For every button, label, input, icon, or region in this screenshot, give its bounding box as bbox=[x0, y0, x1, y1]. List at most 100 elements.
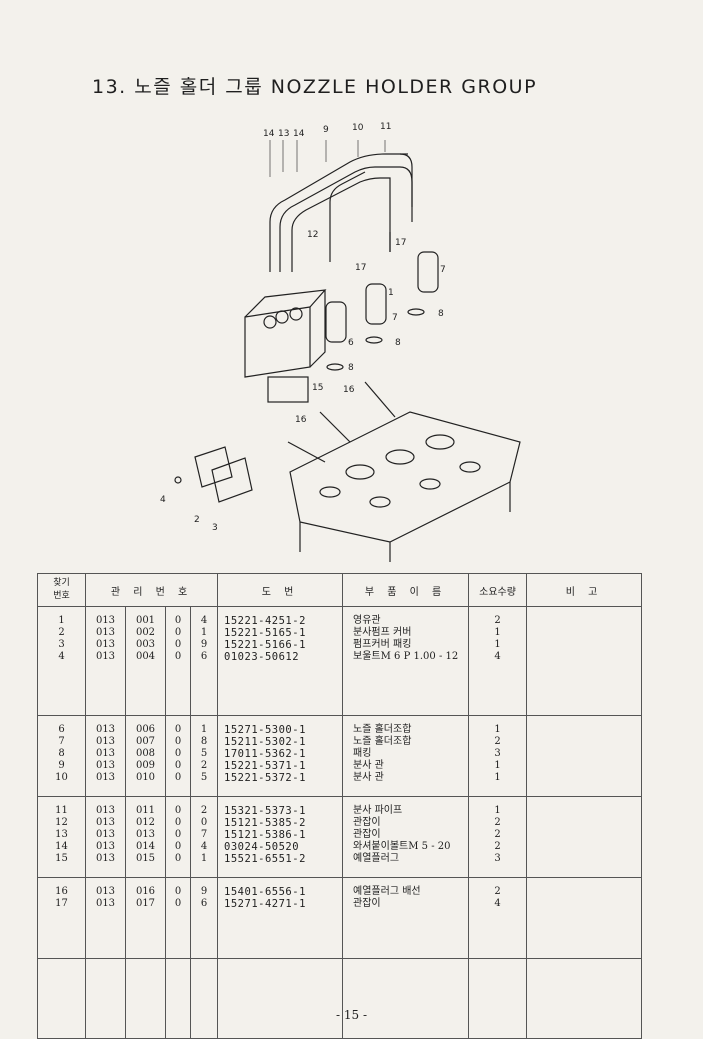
table-cell-value: 분사 관 bbox=[353, 760, 384, 771]
table-cell-pn bbox=[217, 958, 344, 1039]
table-cell-value: 2 bbox=[200, 760, 208, 771]
table-cell-value: 013 bbox=[95, 615, 116, 626]
callout-label: 13 bbox=[278, 129, 289, 139]
table-cell-value: 16 bbox=[55, 886, 68, 897]
table-cell-value: 15271-5300-1 bbox=[224, 724, 306, 736]
table-cell-value: 2 bbox=[494, 736, 501, 747]
table-cell-value: 3 bbox=[494, 853, 501, 864]
table-cell-value: 1 bbox=[494, 772, 501, 783]
table-cell-value: 0 bbox=[174, 748, 182, 759]
table-cell-value: 013 bbox=[95, 760, 116, 771]
table-cell-value: 17 bbox=[55, 898, 68, 909]
table-cell-value: 0 bbox=[174, 841, 182, 852]
table-cell-value: 013 bbox=[95, 805, 116, 816]
callout-label: 14 bbox=[263, 129, 275, 139]
table-cell-value: 관잡이 bbox=[353, 829, 381, 840]
table-cell-value: 0 bbox=[174, 817, 182, 828]
table-cell-note bbox=[526, 796, 643, 878]
table-cell-value: 0 bbox=[174, 639, 182, 650]
table-cell-value: 노즐 홀더조합 bbox=[353, 736, 412, 747]
callout-label: 8 bbox=[438, 309, 444, 319]
table-cell-value: 0 bbox=[174, 829, 182, 840]
table-cell-value: 15401-6556-1 bbox=[224, 886, 306, 898]
callout-label: 8 bbox=[395, 338, 401, 348]
table-cell-value: 5 bbox=[200, 772, 208, 783]
callout-label: 4 bbox=[160, 495, 166, 505]
header-note: 비 고 bbox=[526, 573, 643, 607]
table-cell-value: 14 bbox=[55, 841, 68, 852]
table-cell-value: 013 bbox=[95, 627, 116, 638]
table-cell-value: 2 bbox=[494, 841, 501, 852]
callout-label: 16 bbox=[343, 385, 355, 395]
callout-label: 11 bbox=[380, 122, 391, 132]
table-cell-value: 1 bbox=[494, 639, 501, 650]
table-group bbox=[37, 958, 643, 1039]
table-cell-value: 와셔붙이볼트M 5 - 20 bbox=[353, 841, 451, 852]
table-cell-value: 4 bbox=[200, 841, 208, 852]
table-cell-value: 013 bbox=[95, 853, 116, 864]
table-cell-value: 0 bbox=[174, 627, 182, 638]
table-cell-value: 13 bbox=[55, 829, 68, 840]
table-cell-value: 1 bbox=[58, 615, 65, 626]
table-cell-value: 0 bbox=[174, 772, 182, 783]
table-cell-value: 11 bbox=[55, 805, 68, 816]
table-cell-value: 분사 관 bbox=[353, 772, 384, 783]
table-cell-value: 1 bbox=[494, 627, 501, 638]
table-cell-value: 8 bbox=[58, 748, 65, 759]
table-cell-value: 15221-5371-1 bbox=[224, 760, 306, 772]
table-cell-value: 15321-5373-1 bbox=[224, 805, 306, 817]
table-cell-value: 0 bbox=[174, 898, 182, 909]
table-cell-c3 bbox=[165, 958, 191, 1039]
table-cell-value: 0 bbox=[174, 886, 182, 897]
table-cell-value: 5 bbox=[200, 748, 208, 759]
table-cell-value: 15221-5165-1 bbox=[224, 627, 306, 639]
table-cell-value: 1 bbox=[200, 627, 208, 638]
table-cell-value: 013 bbox=[95, 651, 116, 662]
table-cell-value: 015 bbox=[135, 853, 156, 864]
table-cell-value: 관잡이 bbox=[353, 817, 381, 828]
table-cell-value: 1 bbox=[200, 724, 208, 735]
table-cell-value: 013 bbox=[95, 817, 116, 828]
table-cell-value: 0 bbox=[174, 724, 182, 735]
callout-label: 8 bbox=[348, 363, 354, 373]
table-cell-value: 보울트M 6 P 1.00 - 12 bbox=[353, 651, 459, 662]
table-cell-value: 006 bbox=[135, 724, 156, 735]
nozzle-holder-exploded-diagram: 14 13 14 9 10 11 12 17 17 7 1 7 8 6 8 8 … bbox=[160, 122, 521, 562]
table-cell-value: 013 bbox=[135, 829, 156, 840]
table-cell-value: 2 bbox=[494, 615, 501, 626]
callout-label: 10 bbox=[352, 123, 364, 133]
table-cell-value: 012 bbox=[135, 817, 156, 828]
table-cell-value: 0 bbox=[174, 736, 182, 747]
table-cell-value: 분사 파이프 bbox=[353, 805, 403, 816]
table-cell-value: 013 bbox=[95, 829, 116, 840]
table-cell-value: 004 bbox=[135, 651, 156, 662]
callout-label: 1 bbox=[388, 288, 394, 298]
table-cell-c1 bbox=[85, 958, 126, 1039]
callout-label: 2 bbox=[194, 515, 200, 525]
table-cell-name bbox=[342, 958, 470, 1039]
table-cell-value: 2 bbox=[58, 627, 65, 638]
table-cell-value: 9 bbox=[58, 760, 65, 771]
table-cell-value: 15 bbox=[55, 853, 68, 864]
table-cell-c4 bbox=[189, 958, 219, 1039]
table-cell-value: 17011-5362-1 bbox=[224, 748, 306, 760]
